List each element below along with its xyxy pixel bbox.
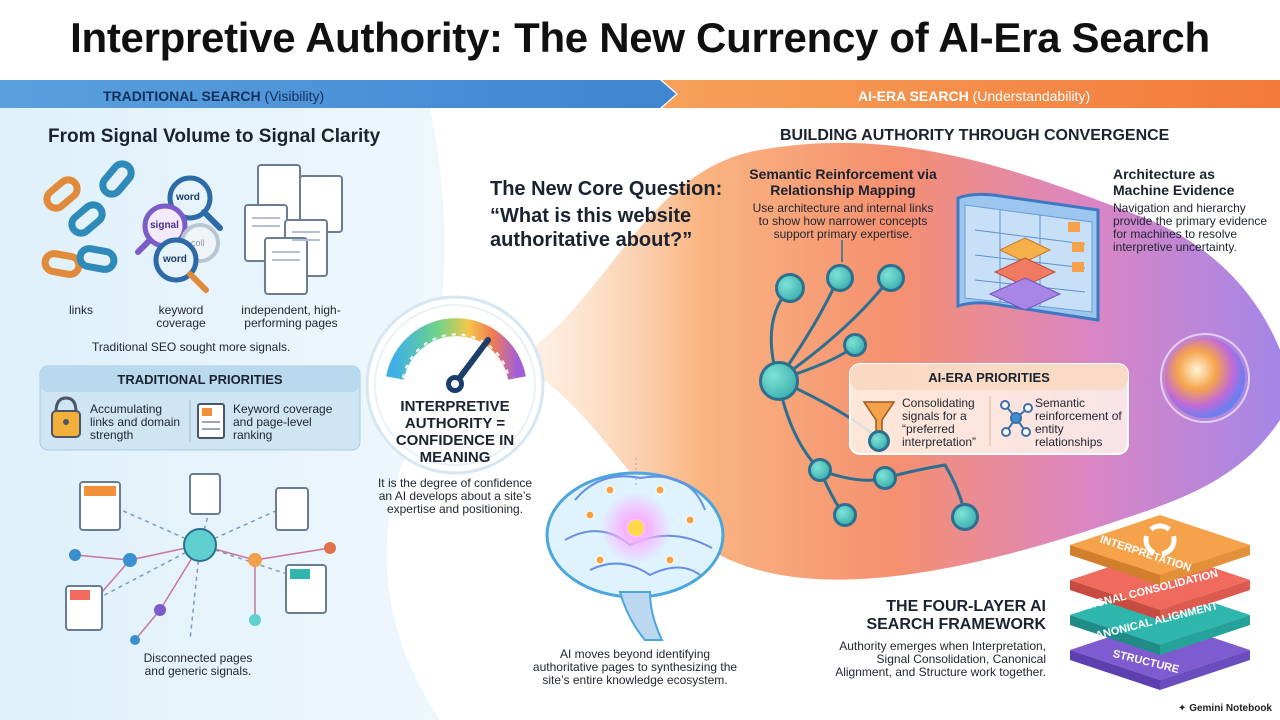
semantic-title: Semantic Reinforcement via Relationship … (749, 166, 937, 198)
main-title: Interpretive Authority: The New Currency… (70, 14, 1210, 61)
tree-node-1 (775, 273, 805, 303)
ai-priorities-title: AI-ERA PRIORITIES (928, 370, 1050, 385)
network-caption: Disconnected pages and generic signals. (143, 651, 253, 678)
tree-node-4 (843, 333, 867, 357)
banner-traditional-main: TRADITIONAL SEARCH (103, 88, 261, 104)
ai-priority-1: Consolidating signals for a “preferred i… (902, 396, 977, 449)
core-question: “What is this website authoritative abou… (490, 205, 693, 251)
gemini-logo-icon: ✦ (1178, 703, 1187, 714)
tree-node-5 (808, 458, 832, 482)
tree-node-root (759, 361, 799, 401)
banner-ai-era-main: AI-ERA SEARCH (858, 88, 969, 104)
icon-label-keyword: keyword coverage (156, 303, 206, 330)
tree-node-7 (873, 466, 897, 490)
right-heading: BUILDING AUTHORITY THROUGH CONVERGENCE (780, 127, 1170, 144)
architecture-title: Architecture as Machine Evidence (1113, 166, 1235, 198)
semantic-description: Use architecture and internal links to s… (752, 201, 934, 241)
magnifier-word-1: word (176, 192, 200, 203)
icon-label-links: links (68, 303, 93, 317)
brain-caption: AI moves beyond identifying authoritativ… (532, 647, 738, 687)
core-question-intro: The New Core Question: (490, 178, 723, 200)
banner-traditional: TRADITIONAL SEARCH (Visibility) (103, 88, 324, 104)
tree-node-6 (833, 503, 857, 527)
traditional-priority-2: Keyword coverage and page-level ranking (233, 402, 333, 442)
magnifier-word-2: signal (150, 220, 179, 231)
icon-label-pages: independent, high-performing pages (241, 303, 341, 330)
ai-priority-2: Semantic reinforcement of entity relatio… (1035, 396, 1122, 449)
architecture-description: Navigation and hierarchy provide the pri… (1113, 201, 1268, 254)
gauge-title: INTERPRETIVE AUTHORITY = CONFIDENCE IN M… (395, 398, 515, 466)
tree-node-2 (826, 264, 854, 292)
gauge-description: It is the degree of confidence an AI dev… (377, 476, 533, 516)
banner-traditional-sub: (Visibility) (264, 88, 325, 104)
footer-brand-label: Gemini Notebook (1189, 703, 1272, 714)
tree-node-9 (868, 430, 890, 452)
framework-description: Authority emerges when Interpretation, S… (835, 639, 1046, 679)
footer-brand: ✦ Gemini Notebook (1178, 703, 1272, 714)
framework-title: THE FOUR-LAYER AI SEARCH FRAMEWORK (866, 598, 1046, 633)
left-heading: From Signal Volume to Signal Clarity (48, 126, 381, 147)
signals-note: Traditional SEO sought more signals. (92, 340, 291, 354)
tree-node-8 (951, 503, 979, 531)
banner-ai-era: AI-ERA SEARCH (Understandability) (858, 88, 1090, 104)
magnifier-word-4: word (163, 254, 187, 265)
banner-ai-era-sub: (Understandability) (972, 88, 1091, 104)
traditional-priority-1: Accumulating links and domain strength (90, 402, 181, 442)
traditional-priorities-title: TRADITIONAL PRIORITIES (117, 372, 283, 387)
tree-node-3 (877, 264, 905, 292)
magnifier-word-3: coll (191, 238, 205, 248)
